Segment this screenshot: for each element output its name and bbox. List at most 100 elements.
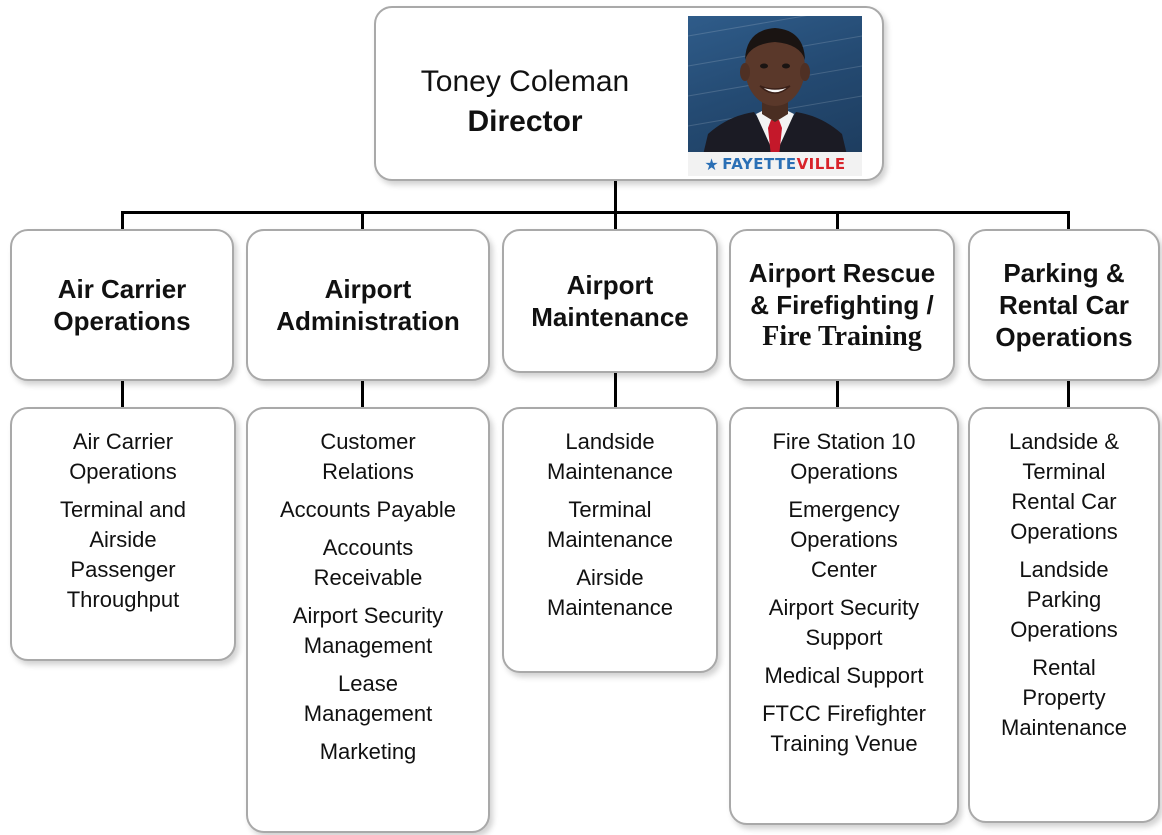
function-item: Lease Management [248, 669, 488, 729]
function-item: Air Carrier Operations [12, 427, 234, 487]
function-item: Customer Relations [248, 427, 488, 487]
function-item: Fire Station 10 Operations [731, 427, 957, 487]
function-line: Accounts [322, 535, 414, 560]
dept-title: Airport Maintenance [531, 269, 689, 333]
function-item: Terminal Maintenance [504, 495, 716, 555]
logo-text-suffix: VILLE [796, 155, 846, 173]
connector-dept-5 [1067, 211, 1070, 231]
functions-airport-administration: Customer Relations Accounts Payable Acco… [246, 407, 490, 833]
director-name: Toney Coleman [420, 65, 630, 98]
connector-dept-1 [121, 211, 124, 231]
function-line: Airport Security [292, 603, 444, 628]
function-item: Landside Maintenance [504, 427, 716, 487]
function-item: Marketing [248, 737, 488, 767]
function-line: Terminal [1022, 459, 1106, 484]
dept-title: Air Carrier Operations [53, 273, 190, 337]
function-line: Rental [1032, 655, 1096, 680]
function-line: Fire Station 10 [772, 429, 916, 454]
connector-dept-2 [361, 211, 364, 231]
function-line: Air Carrier [72, 429, 174, 454]
dept-title-line: Airport [566, 270, 654, 300]
function-line: Marketing [319, 739, 417, 764]
function-line: Relations [322, 459, 414, 484]
dept-title: Parking & Rental Car Operations [995, 257, 1132, 353]
function-line: Landside [1019, 557, 1109, 582]
dept-airport-administration: Airport Administration [246, 229, 490, 381]
function-line: Airport Security [768, 595, 920, 620]
function-line: Maintenance [547, 595, 673, 620]
function-line: Maintenance [547, 527, 673, 552]
function-item: Airport Security Support [731, 593, 957, 653]
function-line: Parking [1026, 587, 1102, 612]
function-line: FTCC Firefighter [762, 701, 926, 726]
function-item: Rental Property Maintenance [970, 653, 1158, 743]
dept-title-line: Parking & [1003, 258, 1125, 288]
director-box: Toney Coleman Director [374, 6, 884, 181]
function-line: Operations [69, 459, 177, 484]
function-line: Center [810, 557, 878, 582]
dept-title-line: Operations [995, 322, 1133, 352]
function-line: Training Venue [770, 731, 918, 756]
dept-airport-rescue-firefighting: Airport Rescue & Firefighting / Fire Tra… [729, 229, 955, 381]
functions-parking-rental-car: Landside & Terminal Rental Car Operation… [968, 407, 1160, 823]
dept-title-line: Fire Training [762, 321, 922, 352]
dept-title-line: Airport Rescue [748, 258, 936, 288]
connector-dept-3 [614, 211, 617, 231]
function-line: Support [805, 625, 883, 650]
dept-title-line: Operations [53, 306, 191, 336]
function-item: Medical Support [731, 661, 957, 691]
star-icon: ★ [704, 154, 720, 174]
dept-title-line: Maintenance [531, 302, 689, 332]
function-line: Operations [790, 527, 898, 552]
function-line: Property [1022, 685, 1106, 710]
function-line: Terminal and [60, 497, 186, 522]
dept-airport-maintenance: Airport Maintenance [502, 229, 718, 373]
function-item: Accounts Payable [248, 495, 488, 525]
function-line: Operations [1010, 519, 1118, 544]
connector-sub-2 [361, 381, 364, 409]
function-line: Terminal [568, 497, 652, 522]
functions-airport-rescue-firefighting: Fire Station 10 Operations Emergency Ope… [729, 407, 959, 825]
function-line: Airside [576, 565, 644, 590]
dept-parking-rental-car: Parking & Rental Car Operations [968, 229, 1160, 381]
function-line: Airside [89, 527, 157, 552]
dept-title-line: Administration [276, 306, 460, 336]
function-line: Emergency [788, 497, 900, 522]
connector-sub-4 [836, 381, 839, 409]
function-line: Operations [1010, 617, 1118, 642]
function-item: Airside Maintenance [504, 563, 716, 623]
function-item: FTCC Firefighter Training Venue [731, 699, 957, 759]
function-item: Terminal and Airside Passenger Throughpu… [12, 495, 234, 615]
function-line: Landside & [1008, 429, 1120, 454]
connector-horizontal-bus [121, 211, 1070, 214]
function-line: Accounts Payable [279, 497, 457, 522]
function-line: Throughput [66, 587, 180, 612]
function-line: Management [303, 701, 433, 726]
function-line: Customer [320, 429, 416, 454]
dept-title: Airport Rescue & Firefighting / Fire Tra… [749, 257, 935, 353]
function-item: Landside Parking Operations [970, 555, 1158, 645]
function-line: Operations [790, 459, 898, 484]
function-line: Receivable [313, 565, 423, 590]
function-line: Medical Support [764, 663, 924, 688]
functions-air-carrier-operations: Air Carrier Operations Terminal and Airs… [10, 407, 236, 661]
function-line: Passenger [70, 557, 176, 582]
function-item: Emergency Operations Center [731, 495, 957, 585]
connector-sub-3 [614, 373, 617, 409]
dept-title-line: Air Carrier [57, 274, 187, 304]
function-line: Management [303, 633, 433, 658]
function-item: Accounts Receivable [248, 533, 488, 593]
connector-director-down [614, 181, 617, 213]
dept-title: Airport Administration [276, 273, 459, 337]
dept-air-carrier-operations: Air Carrier Operations [10, 229, 234, 381]
connector-sub-1 [121, 381, 124, 409]
functions-airport-maintenance: Landside Maintenance Terminal Maintenanc… [502, 407, 718, 673]
dept-title-line: Airport [324, 274, 412, 304]
logo-text-prefix: FAYETTE [722, 155, 797, 173]
function-line: Maintenance [547, 459, 673, 484]
function-item: Landside & Terminal Rental Car Operation… [970, 427, 1158, 547]
connector-sub-5 [1067, 381, 1070, 409]
